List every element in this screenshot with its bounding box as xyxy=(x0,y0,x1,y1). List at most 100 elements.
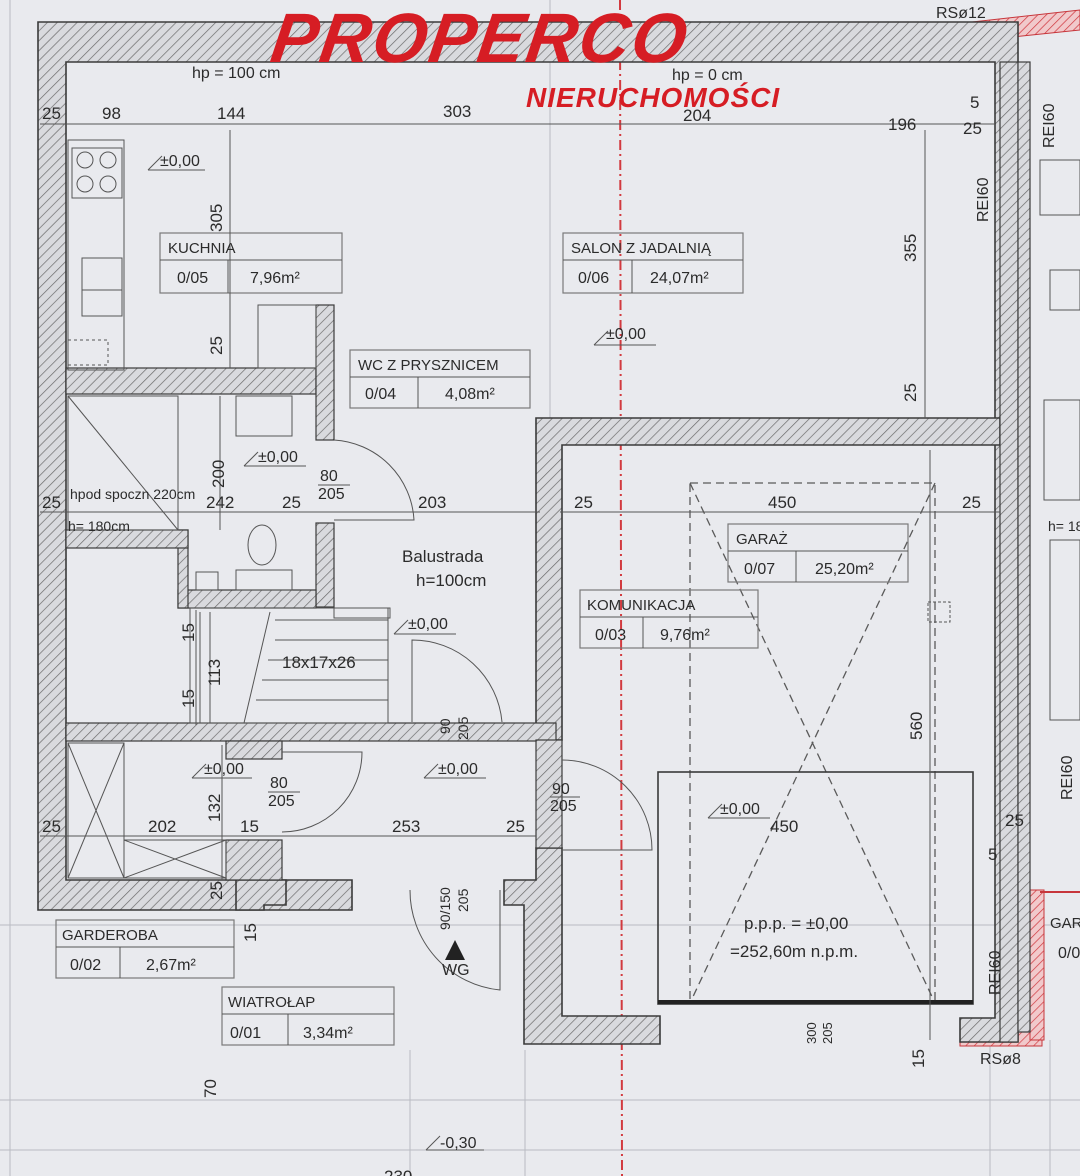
dim-text: 25 xyxy=(506,817,525,836)
room-number-garaz: 0/07 xyxy=(744,561,775,578)
dim-text: 305 xyxy=(207,204,226,232)
dim-text: 300 xyxy=(804,1022,819,1044)
dim-text: 15 xyxy=(179,623,198,642)
dim-text: 15 xyxy=(240,817,259,836)
door-3-height: 205 xyxy=(268,793,295,810)
dim-text: 25 xyxy=(42,817,61,836)
dim-text: 5 xyxy=(970,93,979,112)
level-wc: ±0,00 xyxy=(258,449,298,466)
room-number-wc: 0/04 xyxy=(365,386,396,403)
dim-text: 253 xyxy=(392,817,420,836)
wg-label: WG xyxy=(442,962,470,979)
level-garage: ±0,00 xyxy=(720,801,760,818)
dim-text: 560 xyxy=(907,712,926,740)
room-label-boxes xyxy=(55,232,909,1046)
rei60-right-top: REI60 xyxy=(1041,103,1058,148)
room-area-garaz: 25,20m² xyxy=(815,561,874,578)
dim-text: 204 xyxy=(683,106,711,125)
dim-text: 15 xyxy=(909,1049,928,1068)
door-1-width: 80 xyxy=(320,468,338,485)
dim-text: 70 xyxy=(201,1079,220,1098)
dimension-lines xyxy=(40,123,1000,1040)
room-name-komunikacja: KOMUNIKACJA xyxy=(587,597,695,614)
dim-text: 25 xyxy=(901,383,920,402)
logo-sub-text: NIERUCHOMOŚCI xyxy=(526,82,781,113)
room-name-salon: SALON Z JADALNIĄ xyxy=(571,240,712,257)
dim-text: 113 xyxy=(205,659,224,686)
door-5-width: 90/150 xyxy=(437,887,453,930)
dim-text: 205 xyxy=(820,1022,835,1044)
ppp-level: p.p.p. = ±0,00 xyxy=(744,914,848,933)
wg-arrow-icon xyxy=(445,940,465,960)
dim-text: 25 xyxy=(207,881,226,900)
level-garderoba: ±0,00 xyxy=(204,761,244,778)
room-number-salon: 0/06 xyxy=(578,270,609,287)
dim-text: 98 xyxy=(102,104,121,123)
rs-top-label: RSø12 xyxy=(936,5,986,22)
dim-text: 25 xyxy=(207,336,226,355)
stairs-dimensions: 18x17x26 xyxy=(282,653,356,672)
room-number-wiatrolap: 0/01 xyxy=(230,1025,261,1042)
room-number-kuchnia: 0/05 xyxy=(177,270,208,287)
balustrada-height: h=100cm xyxy=(416,571,486,590)
door-5-height: 205 xyxy=(455,888,471,912)
garage-elements xyxy=(657,482,974,1005)
door-2-height: 205 xyxy=(455,716,471,740)
dim-text: 15 xyxy=(179,689,198,708)
note-hpod: hpod spoczn 220cm xyxy=(70,486,195,502)
dim-text: 203 xyxy=(418,493,446,512)
dim-text: 242 xyxy=(206,493,234,512)
dim-text: 196 xyxy=(888,115,916,134)
room-area-wiatrolap: 3,34m² xyxy=(303,1025,353,1042)
rei60-bottom: REI60 xyxy=(987,950,1004,995)
dim-text: 5 xyxy=(988,845,997,864)
room-name-kuchnia: KUCHNIA xyxy=(168,240,236,257)
door-3-width: 80 xyxy=(270,775,288,792)
level-hall: ±0,00 xyxy=(438,761,478,778)
rs-bottom-label: RSø8 xyxy=(980,1051,1021,1068)
dim-text: 25 xyxy=(962,493,981,512)
red-axis-line xyxy=(619,0,623,1176)
door-4-width: 90 xyxy=(552,781,570,798)
room-area-komunikacja: 9,76m² xyxy=(660,627,710,644)
room-number-garderoba: 0/02 xyxy=(70,957,101,974)
note-h180: h= 180cm xyxy=(68,518,130,534)
dim-text: 202 xyxy=(148,817,176,836)
dim-text: 15 xyxy=(241,923,260,942)
level-outside: -0,30 xyxy=(440,1135,477,1152)
room-number-right-stub: 0/0 xyxy=(1058,945,1080,962)
room-name-garderoba: GARDEROBA xyxy=(62,927,158,944)
room-area-garderoba: 2,67m² xyxy=(146,957,196,974)
room-name-wiatrolap: WIATROŁAP xyxy=(228,994,315,1011)
dim-text: 230 xyxy=(384,1167,412,1176)
door-4-height: 205 xyxy=(550,798,577,815)
level-salon: ±0,00 xyxy=(606,326,646,343)
balustrada-label: Balustrada xyxy=(402,547,484,566)
kitchen-fixtures xyxy=(67,139,317,371)
level-stairs: ±0,00 xyxy=(408,616,448,633)
properco-logo: PROPERCO NIERUCHOMOŚCI xyxy=(267,0,812,113)
dim-text: 25 xyxy=(42,493,61,512)
door-2-width: 90 xyxy=(437,718,453,734)
door-1-height: 205 xyxy=(318,486,345,503)
ppp-altitude: =252,60m n.p.m. xyxy=(730,942,858,961)
dim-text: 25 xyxy=(282,493,301,512)
room-number-komunikacja: 0/03 xyxy=(595,627,626,644)
neighbour-wall-right xyxy=(1029,889,1045,1041)
room-name-right-stub: GAR xyxy=(1050,915,1080,932)
dim-text: 144 xyxy=(217,104,245,123)
room-area-salon: 24,07m² xyxy=(650,270,709,287)
room-name-garaz: GARAŻ xyxy=(736,530,788,548)
dim-text: 303 xyxy=(443,102,471,121)
rei60-top: REI60 xyxy=(975,177,992,222)
dim-text: 25 xyxy=(42,104,61,123)
hp-left-label: hp = 100 cm xyxy=(192,65,281,82)
level-ticks xyxy=(147,155,770,1151)
dim-text: 450 xyxy=(770,817,798,836)
right-neighbour-fixtures xyxy=(1039,159,1080,721)
room-name-wc: WC Z PRYSZNICEM xyxy=(358,357,499,374)
interior-walls xyxy=(65,304,563,881)
dim-text: 25 xyxy=(574,493,593,512)
